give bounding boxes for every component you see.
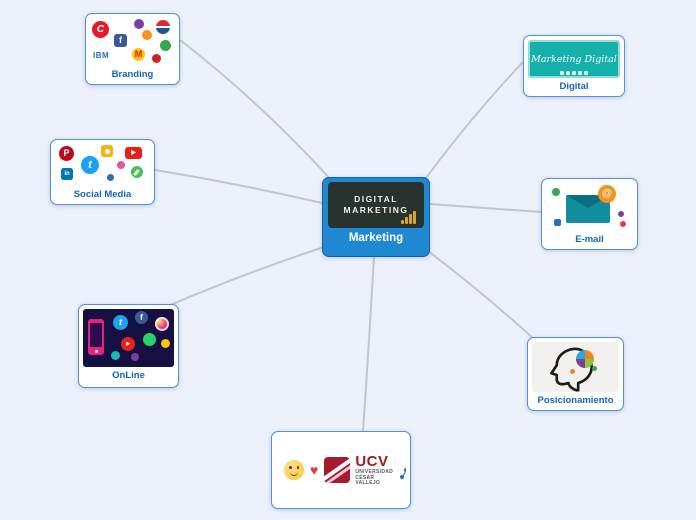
ucv-shield-icon (324, 457, 351, 483)
brand-purple-icon (134, 19, 144, 29)
smartphone-icon (88, 319, 104, 355)
node-ucv[interactable]: ♥ UCV UNIVERSIDAD CÉSAR VALLEJO (271, 431, 411, 509)
digital-icon-row-graphic (560, 71, 588, 75)
phone-icon (131, 166, 143, 178)
email-red-dot-icon (620, 221, 626, 227)
connector-ucv (362, 256, 375, 432)
ucv-logo-line1: UNIVERSIDAD (355, 469, 394, 475)
connector-email (429, 203, 542, 213)
node-branding[interactable]: C f IBM M Branding (85, 13, 180, 85)
instagram-icon (155, 317, 169, 331)
connector-branding (179, 39, 334, 183)
marketing-digital-caption: Marketing Digital (531, 53, 617, 65)
brand-red-icon (152, 54, 161, 63)
head-profile-icon (550, 347, 593, 392)
social-blue-dot-icon (107, 174, 114, 181)
ibm-icon: IBM (93, 51, 110, 60)
pepsi-icon (156, 20, 170, 34)
digital-marketing-chalkboard-image: DIGITAL MARKETING (328, 182, 424, 228)
node-label-social-media: Social Media (73, 189, 132, 200)
youtube-play-icon: ▶ (125, 147, 142, 159)
node-label-posicionamiento: Posicionamiento (537, 395, 614, 406)
brand-orange-icon (142, 30, 152, 40)
node-label-online: OnLine (112, 370, 145, 381)
coca-cola-icon: C (92, 21, 109, 38)
smiley-face-icon (284, 460, 304, 480)
facebook-circle-icon: f (135, 311, 148, 324)
social-media-icons-image: P ▶ t in (55, 144, 150, 186)
chalk-text-line1: DIGITAL (354, 193, 398, 204)
pos-orange-dot-icon (570, 369, 575, 374)
blue-sprig-icon (400, 468, 406, 479)
marketing-digital-image: Marketing Digital (528, 40, 620, 78)
ucv-logo-text: UCV (355, 453, 389, 470)
at-sign-icon: @ (598, 185, 616, 203)
pinterest-icon: P (59, 146, 74, 161)
node-label-branding: Branding (111, 69, 154, 80)
twitter-bird-icon: t (81, 156, 99, 174)
email-blue-dot-icon (554, 219, 561, 226)
connector-posicionamiento (427, 250, 535, 340)
node-email[interactable]: @ E-mail (541, 178, 638, 250)
camera-icon (101, 145, 113, 157)
node-online[interactable]: t f ▶ OnLine (78, 304, 179, 388)
connector-online (167, 246, 325, 307)
node-social-media[interactable]: P ▶ t in Social Media (50, 139, 155, 205)
online-yellow-dot-icon (161, 339, 170, 348)
ucv-logo-line2: CÉSAR VALLEJO (355, 475, 381, 486)
ucv-logo: UCV UNIVERSIDAD CÉSAR VALLEJO (324, 454, 393, 486)
twitter-icon: t (113, 315, 128, 330)
youtube-icon: ▶ (121, 337, 135, 351)
online-marketing-image: t f ▶ (83, 309, 174, 367)
email-envelope-image: @ (546, 183, 633, 231)
brain-pie-chart-icon (576, 350, 594, 368)
chalk-text-line2: MARKETING (343, 204, 409, 215)
ucv-logo-image: ♥ UCV UNIVERSIDAD CÉSAR VALLEJO (276, 438, 406, 502)
email-purple-dot-icon (618, 211, 624, 217)
connector-digital (425, 61, 524, 179)
online-purple-dot-icon (131, 353, 139, 361)
brand-green-icon (160, 40, 171, 51)
whatsapp-icon (143, 333, 156, 346)
online-teal-dot-icon (111, 351, 120, 360)
heart-icon: ♥ (310, 462, 319, 478)
coin-bars-graphic (401, 211, 416, 224)
node-label-email: E-mail (575, 234, 604, 245)
node-marketing[interactable]: DIGITAL MARKETING Marketing (322, 177, 430, 257)
connector-social-media (154, 169, 323, 204)
head-mind-image (532, 342, 619, 392)
node-posicionamiento[interactable]: Posicionamiento (527, 337, 624, 411)
email-green-dot-icon (552, 188, 560, 196)
mcdonalds-icon: M (132, 48, 145, 61)
node-label-marketing: Marketing (348, 232, 404, 244)
node-label-digital: Digital (559, 81, 589, 92)
facebook-icon: f (114, 34, 127, 47)
linkedin-icon: in (61, 168, 73, 180)
branding-logos-image: C f IBM M (90, 18, 175, 66)
social-pink-dot-icon (117, 161, 125, 169)
node-digital[interactable]: Marketing Digital Digital (523, 35, 625, 97)
pos-green-dot-icon (592, 366, 597, 371)
